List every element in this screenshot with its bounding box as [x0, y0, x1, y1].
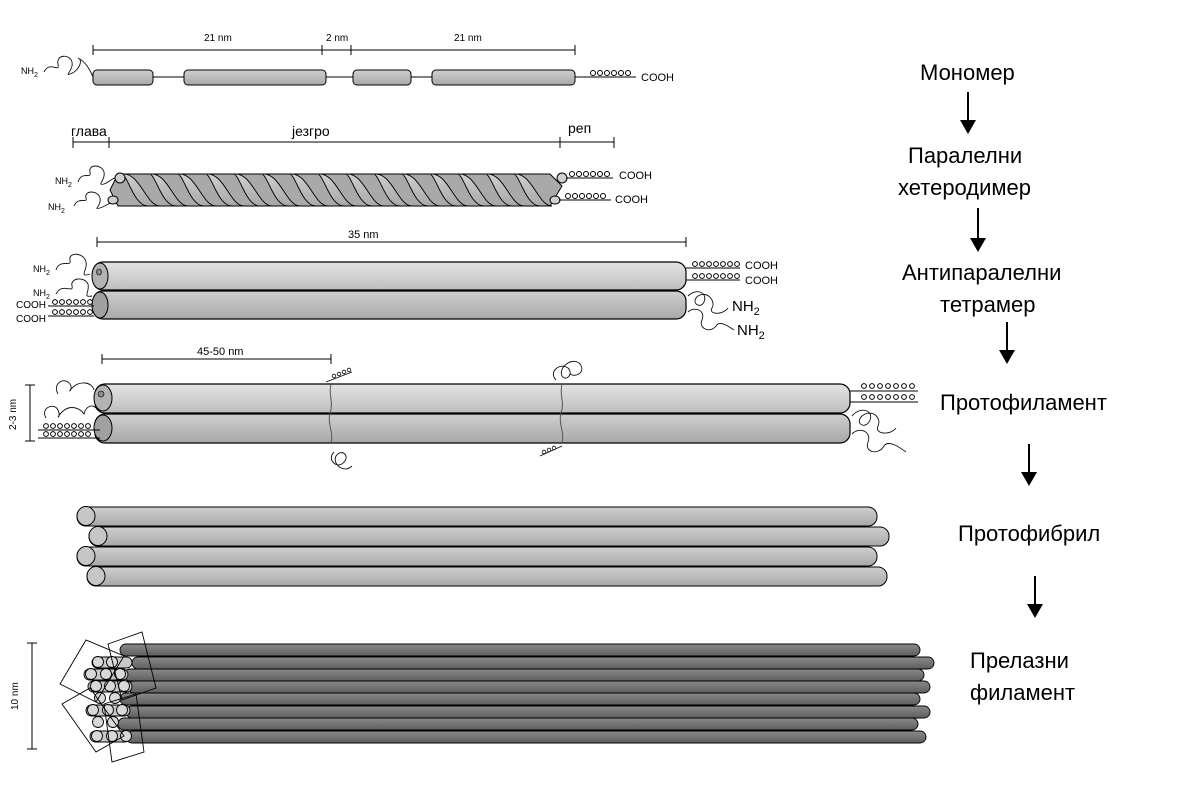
stage-protofilament: Протофиламент	[940, 390, 1107, 415]
dimer-cooh-top-label: COOH	[619, 170, 652, 182]
monomer-dim-2nm: 2 nm	[326, 33, 348, 44]
arrow-5	[1027, 576, 1043, 618]
dimer-nh2-top-label: NH2	[55, 176, 72, 189]
stage-tetramer-line1: Антипаралелни	[902, 260, 1061, 285]
arrow-3	[999, 322, 1015, 364]
stage-monomer: Мономер	[920, 60, 1015, 85]
stage-labels: Мономер Паралелни хетеродимер Антипарале…	[898, 60, 1107, 705]
stage-filament-line1: Прелазни	[970, 648, 1069, 673]
tetramer-nh2-right-a: NH2	[732, 298, 760, 318]
tetramer-nh2-left-b: NH2	[33, 288, 50, 301]
stage-heterodimer-line2: хетеродимер	[898, 175, 1031, 200]
monomer-diagram: 21 nm 2 nm 21 nm NH2 COOH	[21, 33, 674, 86]
arrow-1	[960, 92, 976, 134]
tetramer-diagram: 35 nm NH2 NH2 COOH COOH COOH COOH	[16, 229, 778, 342]
protofilament-diagram: 45-50 nm 2-3 nm	[8, 346, 918, 470]
heterodimer-diagram: глава језгро реп NH2 NH2	[48, 120, 652, 215]
dimer-tail-label: реп	[568, 120, 591, 136]
arrow-4	[1021, 444, 1037, 486]
dimer-core-label: језгро	[291, 123, 330, 139]
intermediate-filament-diagram: 10 nm	[10, 631, 935, 763]
tetramer-length-label: 35 nm	[348, 229, 379, 241]
protofilament-length-label: 45-50 nm	[197, 346, 243, 358]
stage-heterodimer-line1: Паралелни	[908, 143, 1022, 168]
tetramer-cooh-left-a: COOH	[16, 300, 46, 311]
arrow-2	[970, 208, 986, 252]
dimer-head-label: глава	[71, 123, 107, 139]
protofibril-diagram	[76, 506, 890, 587]
tetramer-cooh-right-b: COOH	[745, 275, 778, 287]
tetramer-nh2-left-a: NH2	[33, 264, 50, 277]
filament-width-label: 10 nm	[10, 682, 21, 710]
tetramer-cooh-left-b: COOH	[16, 314, 46, 325]
stage-tetramer-line2: тетрамер	[940, 292, 1035, 317]
tetramer-cooh-right-a: COOH	[745, 260, 778, 272]
monomer-dim-21nm-left: 21 nm	[204, 33, 232, 44]
protofilament-width-label: 2-3 nm	[8, 399, 19, 430]
dimer-nh2-bottom-label: NH2	[48, 202, 65, 215]
dimer-cooh-bottom-label: COOH	[615, 194, 648, 206]
monomer-nh2-label: NH2	[21, 66, 38, 79]
monomer-dim-21nm-right: 21 nm	[454, 33, 482, 44]
stage-protofibril: Протофибрил	[958, 521, 1100, 546]
tetramer-nh2-right-b: NH2	[737, 322, 765, 342]
stage-filament-line2: филамент	[970, 680, 1075, 705]
monomer-cooh-label: COOH	[641, 72, 674, 84]
